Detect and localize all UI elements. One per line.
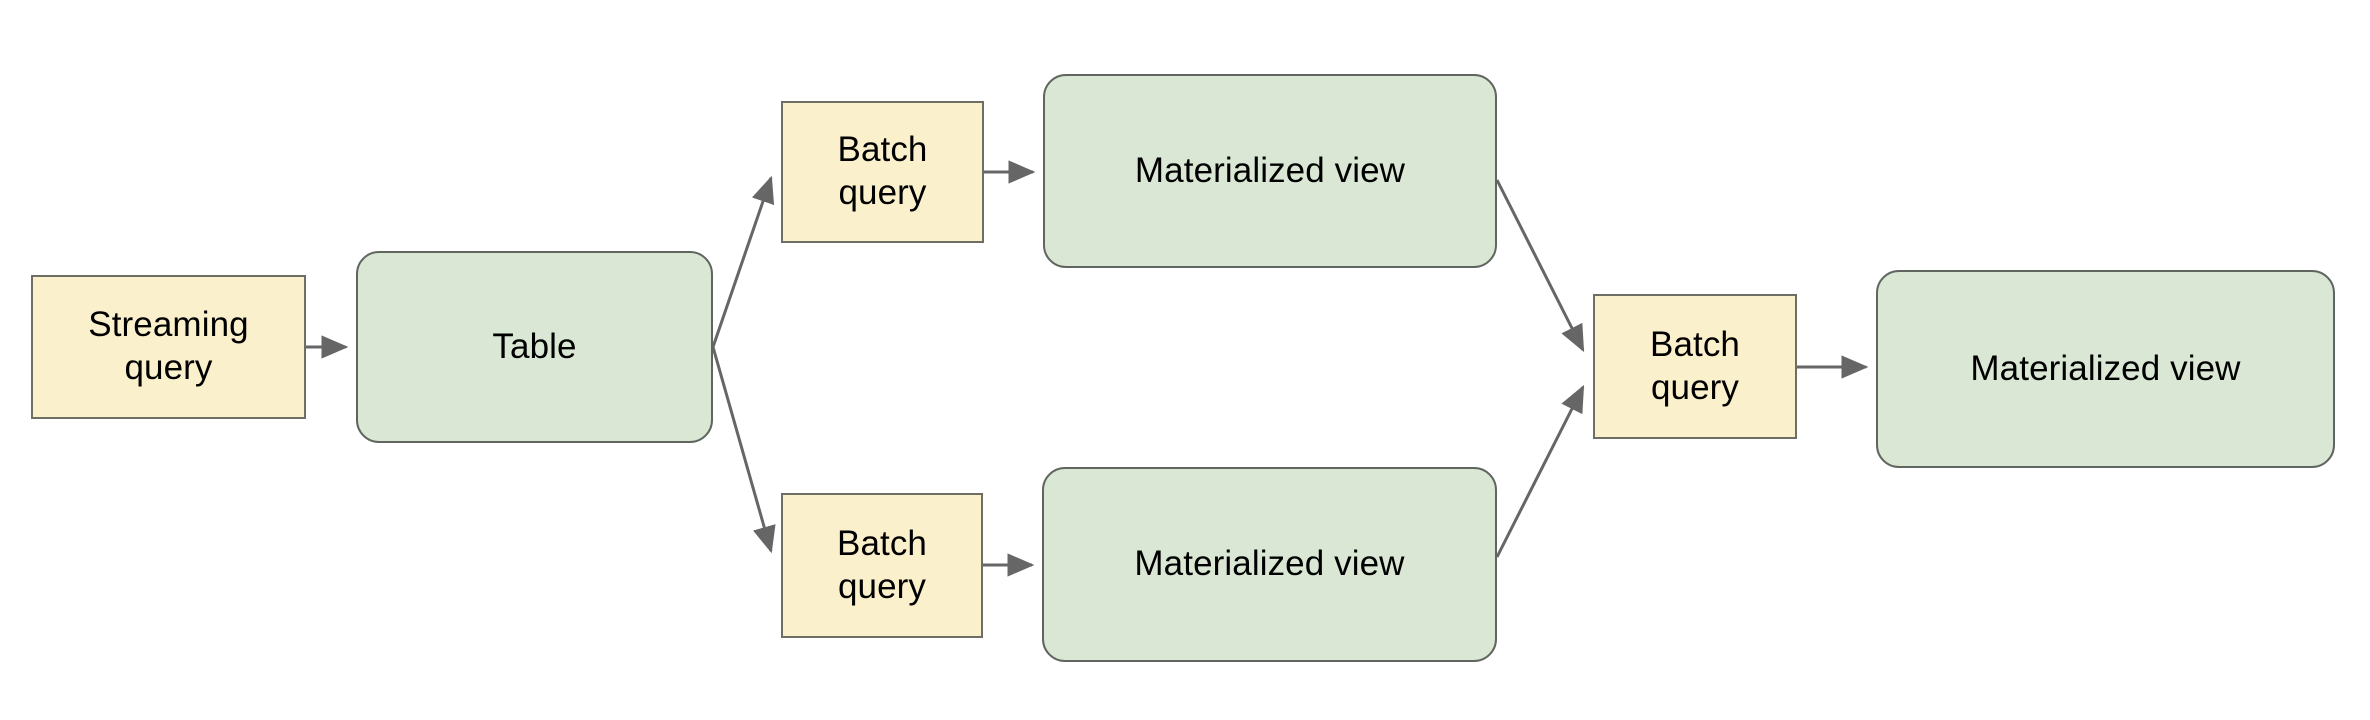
node-materialized-view-final-label: Materialized view (1970, 348, 2241, 388)
node-batch-query-join[interactable]: Batch query (1593, 294, 1797, 439)
node-batch-query-top[interactable]: Batch query (781, 101, 984, 243)
node-materialized-view-bottom[interactable]: Materialized view (1042, 467, 1497, 662)
node-table[interactable]: Table (356, 251, 713, 443)
node-streaming-query[interactable]: Streaming query (31, 275, 306, 419)
node-batch-query-join-label: Batch query (1650, 324, 1740, 407)
node-table-label: Table (492, 326, 577, 366)
node-materialized-view-top[interactable]: Materialized view (1043, 74, 1497, 268)
node-batch-query-bottom[interactable]: Batch query (781, 493, 983, 638)
node-streaming-query-label: Streaming query (88, 305, 249, 387)
edge-mv-bottom-to-batch-join (1495, 384, 1585, 558)
edge-mv-top-to-batch-join (1495, 179, 1585, 353)
node-materialized-view-final[interactable]: Materialized view (1876, 270, 2335, 468)
node-batch-query-top-label: Batch query (837, 130, 928, 212)
node-materialized-view-top-label: Materialized view (1134, 150, 1406, 190)
node-batch-query-bottom-label: Batch query (837, 523, 927, 606)
edge-table-to-batch-top (711, 175, 775, 348)
edge-table-to-batch-bottom (711, 346, 776, 554)
node-materialized-view-bottom-label: Materialized view (1134, 544, 1405, 584)
